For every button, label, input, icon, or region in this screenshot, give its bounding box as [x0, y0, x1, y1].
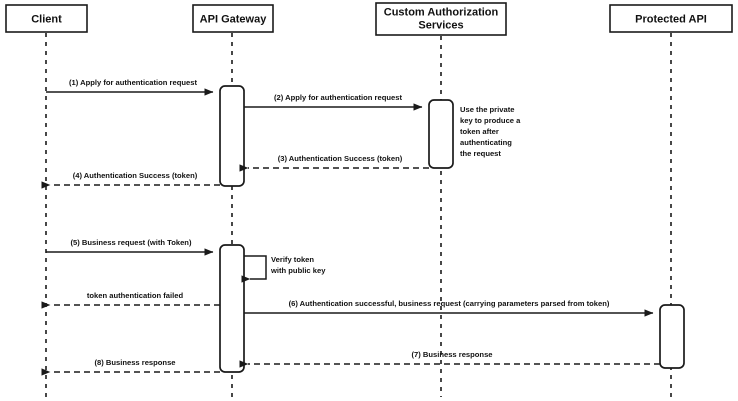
note-private-key-line-4: authenticating — [460, 138, 512, 147]
participant-box-api-gateway — [192, 4, 274, 33]
participant-box-custom-auth — [375, 2, 507, 36]
note-private-key: Use the private key to produce a token a… — [460, 105, 521, 158]
message-2-label: (2) Apply for authentication request — [274, 93, 402, 102]
message-1-label: (1) Apply for authentication request — [69, 78, 197, 87]
message-6[interactable]: (6) Authentication successful, business … — [244, 299, 654, 317]
message-2[interactable]: (2) Apply for authentication request — [244, 93, 423, 111]
self-message-verify-token[interactable]: Verify token with public key — [241, 255, 326, 283]
self-message-verify-token-line-2: with public key — [270, 266, 326, 275]
participant-protected-api[interactable]: Protected API — [609, 4, 733, 33]
activation-custom-auth — [428, 99, 454, 169]
activation-api-gateway-auth — [219, 85, 245, 187]
message-6-label: (6) Authentication successful, business … — [289, 299, 610, 308]
participant-label-custom-auth-line2: Services — [418, 19, 463, 31]
message-7[interactable]: (7) Business response — [239, 350, 660, 368]
message-token-auth-failed[interactable]: token authentication failed — [41, 291, 220, 309]
participant-label-protected-api: Protected API — [635, 13, 707, 25]
message-4[interactable]: (4) Authentication Success (token) — [41, 171, 220, 189]
lifelines — [45, 33, 672, 397]
note-private-key-line-1: Use the private — [460, 105, 514, 114]
activation-protected-api — [659, 304, 685, 369]
participant-label-client: Client — [31, 13, 62, 25]
message-1[interactable]: (1) Apply for authentication request — [46, 78, 214, 96]
message-4-label: (4) Authentication Success (token) — [73, 171, 198, 180]
message-8[interactable]: (8) Business response — [41, 358, 220, 376]
message-5-label: (5) Business request (with Token) — [71, 238, 192, 247]
message-7-label: (7) Business response — [411, 350, 492, 359]
note-private-key-line-5: the request — [460, 149, 501, 158]
activation-api-gateway-business — [219, 244, 245, 373]
participant-client[interactable]: Client — [5, 4, 88, 33]
participant-label-custom-auth-line1: Custom Authorization — [384, 6, 499, 18]
message-token-auth-failed-label: token authentication failed — [87, 291, 184, 300]
participant-box-client — [5, 4, 88, 33]
participant-label-api-gateway: API Gateway — [200, 13, 268, 25]
activation-bars — [219, 85, 685, 373]
participant-custom-auth[interactable]: Custom Authorization Services — [375, 2, 507, 36]
note-private-key-line-3: token after — [460, 127, 499, 136]
self-message-verify-token-arrow — [241, 255, 267, 283]
self-message-verify-token-line-1: Verify token — [271, 255, 314, 264]
note-private-key-line-2: key to produce a — [460, 116, 521, 125]
participant-api-gateway[interactable]: API Gateway — [192, 4, 274, 33]
participant-box-protected-api — [609, 4, 733, 33]
message-3[interactable]: (3) Authentication Success (token) — [239, 154, 429, 172]
message-5[interactable]: (5) Business request (with Token) — [46, 238, 214, 256]
message-3-label: (3) Authentication Success (token) — [278, 154, 403, 163]
message-8-label: (8) Business response — [94, 358, 175, 367]
